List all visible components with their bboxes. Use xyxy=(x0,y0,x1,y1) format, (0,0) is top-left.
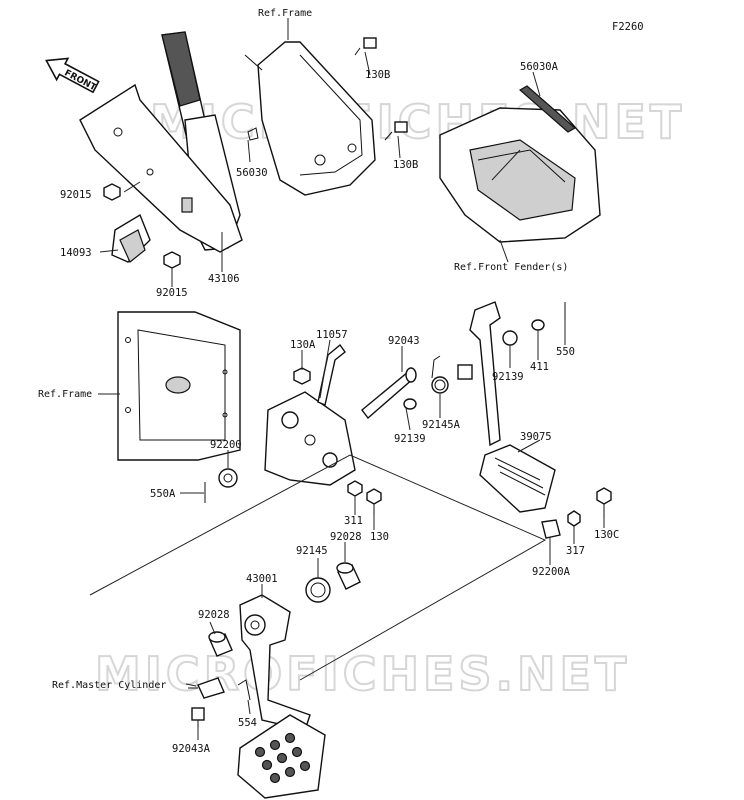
lever-bracket-plate xyxy=(79,83,243,253)
label-92139-right: 92139 xyxy=(492,371,524,383)
label-130C: 130C xyxy=(594,529,619,541)
bushing-right xyxy=(457,364,473,380)
shaft-92043 xyxy=(361,367,417,420)
brake-pedal-pad xyxy=(237,714,326,799)
bolt-130 xyxy=(366,488,382,515)
left-frame xyxy=(117,311,241,461)
watermark-bottom: MICROFICHES.NET xyxy=(95,647,630,701)
accelerator-pedal-39075 xyxy=(469,301,556,513)
brake-pedal-43001 xyxy=(239,594,311,731)
label-43001: 43001 xyxy=(246,573,278,585)
bolt-130C xyxy=(596,487,612,518)
washer-411 xyxy=(531,319,545,331)
label-92028-right: 92028 xyxy=(330,531,362,543)
label-92043A: 92043A xyxy=(172,743,211,755)
label-92200: 92200 xyxy=(210,439,242,451)
label-550: 550 xyxy=(556,346,575,358)
nut-92015-lower xyxy=(163,251,181,269)
label-92043: 92043 xyxy=(388,335,420,347)
bushing-92028-right xyxy=(336,562,361,590)
washer-92200 xyxy=(218,468,238,488)
label-92015-lower: 92015 xyxy=(156,287,188,299)
label-92145A: 92145A xyxy=(422,419,461,431)
label-92139-center: 92139 xyxy=(394,433,426,445)
diagram-code: F2260 xyxy=(612,21,644,33)
nut-92015-upper xyxy=(103,183,121,201)
pad-56030A xyxy=(518,85,577,133)
bolt-130A xyxy=(293,367,311,385)
label-317: 317 xyxy=(566,545,585,557)
label-43106: 43106 xyxy=(208,273,240,285)
label-92028-left: 92028 xyxy=(198,609,230,621)
washer-92139-right xyxy=(502,330,518,346)
label-14093: 14093 xyxy=(60,247,92,259)
nut-317 xyxy=(567,510,581,527)
pin-554 xyxy=(237,679,251,701)
spring-92145 xyxy=(305,577,331,603)
label-130B-upper: 130B xyxy=(365,69,390,81)
bushing-92028-left xyxy=(208,631,233,657)
bolt-130B-lower xyxy=(384,121,408,141)
nut-311 xyxy=(347,480,363,497)
bracket-92200A xyxy=(541,519,561,539)
label-56030A: 56030A xyxy=(520,61,559,73)
washer-92139-center xyxy=(403,398,417,410)
label-ref-frame-top: Ref.Frame xyxy=(258,8,312,19)
label-11057: 11057 xyxy=(316,329,348,341)
assembly-outline xyxy=(89,454,547,681)
watermark-top: MICROFICHES.NET xyxy=(150,95,685,149)
pedal-bracket xyxy=(264,391,356,486)
spring-92145A xyxy=(431,355,449,394)
bolt-130B-upper xyxy=(354,37,377,56)
label-550A: 550A xyxy=(150,488,176,500)
label-39075: 39075 xyxy=(520,431,552,443)
pin-92043A xyxy=(191,707,205,728)
leader-lines xyxy=(98,18,605,740)
clip-56030 xyxy=(247,127,259,141)
label-92200A: 92200A xyxy=(532,566,571,578)
label-56030: 56030 xyxy=(236,167,268,179)
label-92145: 92145 xyxy=(296,545,328,557)
label-ref-front-fender: Ref.Front Fender(s) xyxy=(454,262,568,273)
label-ref-frame-left: Ref.Frame xyxy=(38,389,92,400)
label-130B-lower: 130B xyxy=(393,159,418,171)
label-130: 130 xyxy=(370,531,389,543)
front-arrow-icon: FRONT xyxy=(45,57,100,94)
front-fender xyxy=(439,107,601,243)
label-311: 311 xyxy=(344,515,363,527)
label-554: 554 xyxy=(238,717,257,729)
lever-11057 xyxy=(317,343,346,406)
label-ref-master-cylinder: Ref.Master Cylinder xyxy=(52,680,166,691)
parking-brake-lever xyxy=(161,31,241,251)
label-130A: 130A xyxy=(290,339,316,351)
label-411: 411 xyxy=(530,361,549,373)
upper-frame-bracket xyxy=(244,41,376,196)
clevis-master-cylinder xyxy=(188,677,225,699)
label-92015-upper: 92015 xyxy=(60,189,92,201)
